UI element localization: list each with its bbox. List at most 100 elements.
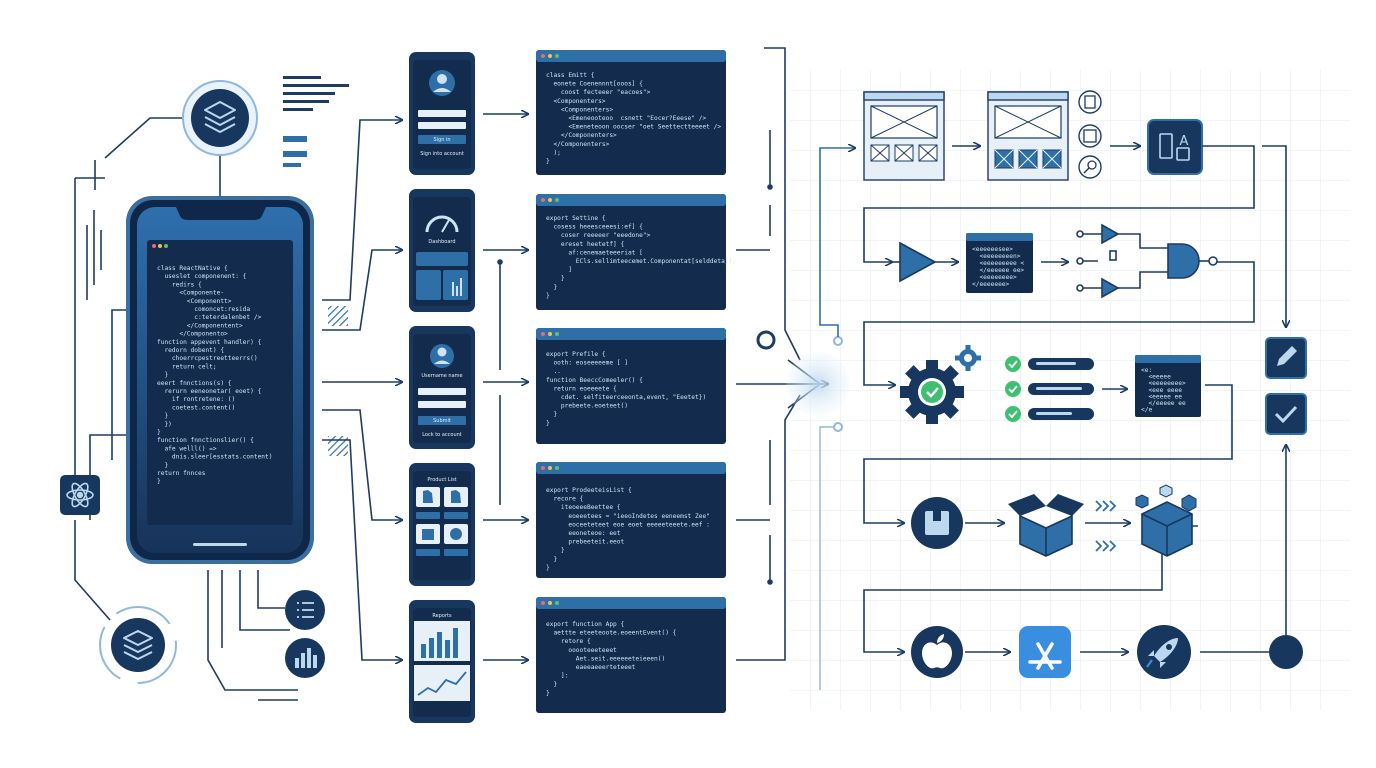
list-icon — [297, 602, 314, 618]
code-panel-4: export ProdeeteisList { recore { iteoeee… — [536, 462, 726, 578]
code-line: .. — [546, 368, 561, 375]
dashboard-title: Dashboard — [428, 239, 455, 245]
layers-badge-top — [182, 80, 258, 156]
code-line: return eoeeeete { — [546, 385, 617, 392]
chart-badge — [285, 638, 325, 678]
code-line: } — [546, 547, 565, 554]
app-store-icon — [1019, 626, 1071, 678]
code-panel-2: export Settine { cosess heeesceeesi:ef] … — [536, 194, 736, 310]
small-code-text-1: <eeeeeesee> <eeeeeeeen> <eeeeeeeee < </e… — [972, 246, 1024, 288]
code-line: <eeeee — [1141, 374, 1171, 381]
code-line: cdet. selfiteerceeonta,event, "Eeetet}) — [546, 394, 706, 401]
translate-icon: A — [1147, 119, 1203, 175]
code-line: class ReactNative { — [157, 265, 228, 272]
code-line: } — [157, 429, 161, 436]
code-line: <Componente- — [157, 290, 224, 297]
merge-connectors — [736, 47, 828, 661]
code-line: aettte eteeteoote.eoeentEvent() { — [546, 630, 677, 637]
login-footer-text: Sign into account — [420, 151, 464, 157]
list-badge — [285, 590, 325, 630]
code-line: } — [546, 681, 557, 688]
code-line: useslet componenent: { — [157, 273, 247, 280]
small-code-text-2: <e: <eeeee <eeeeeeee> <eee eeee <eeeee e… — [1141, 367, 1186, 414]
code-line: ] — [546, 267, 572, 274]
code-line: <eeeeeesee> — [972, 246, 1013, 253]
gear-check-icon — [900, 345, 981, 424]
code-line: af:cenemaeteeeriat [ — [546, 249, 643, 256]
code-line: prebeete.eoeteet() — [546, 403, 628, 410]
layers-badge-bottom — [99, 606, 177, 684]
code-line: cosess heeesceeesi:ef] { — [546, 224, 643, 231]
profile-submit-label: Submit — [433, 418, 451, 424]
phone-to-code-arrows — [483, 114, 528, 660]
svg-text:A: A — [1180, 134, 1189, 149]
code-line: } — [546, 292, 550, 299]
layers-icon — [204, 101, 236, 133]
code-line: <eeeeeeeee < — [972, 260, 1024, 267]
mini-phone-products: Product List — [409, 463, 475, 586]
small-code-window-2: <e: <eeeee <eeeeeeee> <eee eeee <eeeee e… — [1135, 355, 1201, 417]
apple-icon — [911, 626, 963, 678]
code-panel-1: class Emitt { eonete Coenennnt[ooos] { c… — [536, 50, 726, 175]
code-line: } — [546, 556, 557, 563]
code-line: Aet.seit.eeeeeeteieeen() — [546, 655, 665, 662]
phone-connectors — [322, 120, 402, 660]
code-line: ); — [546, 149, 561, 156]
react-atom-icon — [66, 482, 94, 508]
row-deploy — [911, 625, 1303, 679]
code-line: ooooteeeteeet — [546, 647, 617, 654]
code-line: export ProdeeteisList { — [546, 487, 632, 494]
cubes-box-icon — [1135, 484, 1197, 557]
code-line: <Emeneooteoo csnett "Eocer?Eeese" /> — [546, 115, 706, 122]
code-line: export Prefile { — [546, 351, 606, 358]
code-line: } — [157, 372, 168, 379]
code-line: iteoeeeBeettee { — [546, 504, 621, 511]
react-badge — [60, 475, 100, 515]
code-line: </e — [1141, 407, 1152, 414]
code-line: } — [157, 413, 168, 420]
package-icon — [911, 497, 963, 549]
code-panel-3: export Prefile { ooth: eoseeeeeme [ ] ..… — [536, 328, 726, 444]
code-line: c:teterdalenbet /> — [157, 314, 262, 321]
code-line: </Componento> — [157, 331, 228, 338]
code-line: coser reeeeer "eeedone"> — [546, 232, 651, 239]
wireframe-icon — [987, 91, 1069, 181]
code-line: } — [546, 420, 550, 427]
code-line: return fnnces — [157, 470, 206, 477]
code-line: class Emitt { — [546, 72, 595, 79]
main-phone: class ReactNative { useslet componenent:… — [126, 196, 314, 564]
code-line: dnis.sleer[esstats.content) — [157, 454, 272, 461]
code-line: redirs { — [157, 281, 202, 288]
code-line: rerurn eeneonetar( eoet) { — [157, 388, 262, 395]
code-line: eonete Coenennnt[ooos] { — [546, 81, 643, 88]
profile-footer-text: Lock to account — [422, 432, 462, 438]
code-line: eeert fnnctions(s) { — [157, 380, 232, 387]
logic-gate-icon — [1076, 223, 1218, 299]
small-code-window-1: <eeeeeesee> <eeeeeeeen> <eeeeeeeee < </e… — [966, 233, 1033, 293]
code-line: redorn dobent) { — [157, 347, 224, 354]
merge-node — [756, 148, 855, 690]
login-button-label: Sign in — [433, 137, 450, 143]
code-line: <eeeeeeee> — [1141, 380, 1186, 387]
code-line: } — [546, 564, 550, 571]
code-line: <Componentt> — [157, 298, 232, 305]
code-line: eoeeetees = "ieeoIndetes eeneemst Zee" — [546, 513, 710, 520]
code-panel-5-text: export function App { aettte eteeteoote.… — [546, 621, 677, 697]
pencil-icon — [1265, 337, 1307, 379]
open-box-icon — [1008, 494, 1084, 557]
left-decorations — [74, 117, 298, 701]
reports-title: Reports — [432, 613, 452, 619]
mini-phone-dashboard: Dashboard — [409, 189, 475, 312]
amplifier-icon — [892, 241, 958, 283]
code-line: <eeeee ee — [1141, 393, 1182, 400]
code-line: <eeeeeeee> — [972, 274, 1017, 281]
code-line: if rontretene: () — [157, 396, 235, 403]
code-line: <Componenters> — [546, 98, 606, 105]
code-panel-1-text: class Emitt { eonete Coenennnt[ooos] { c… — [546, 72, 721, 165]
code-panel-2-text: export Settine { cosess heeesceeesi:ef] … — [546, 215, 736, 299]
row-testing: <e: <eeeee <eeeeeeee> <eee eeee <eeeee e… — [900, 345, 1201, 424]
code-line: ooth: eoseeeeeme [ ] — [546, 360, 628, 367]
mini-phone-login: Sign in Sign into account — [409, 52, 475, 175]
code-line: ECls.sellimteecemet.Componentat[selddeta… — [546, 258, 736, 265]
